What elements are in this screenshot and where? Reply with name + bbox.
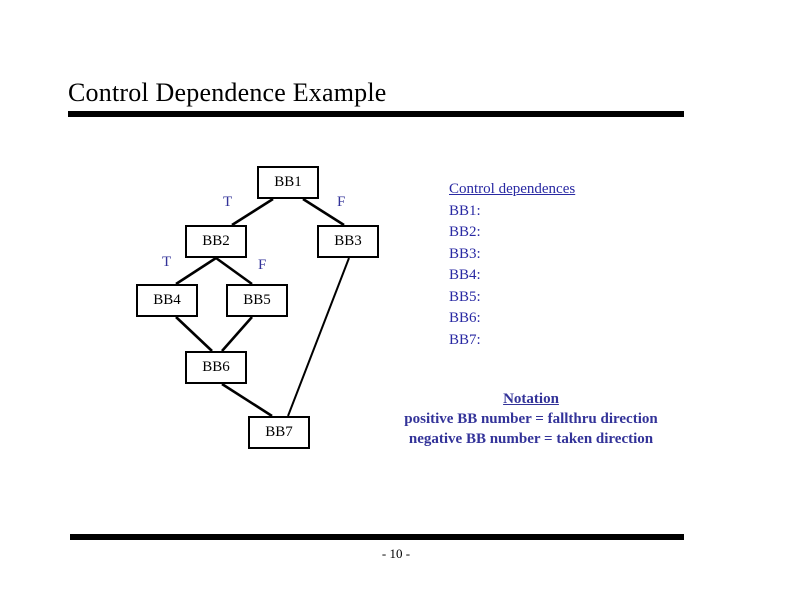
cfg-node-bb1[interactable]: BB1: [257, 166, 319, 199]
control-dependence-row-bb3[interactable]: BB3:: [449, 245, 481, 262]
edge-label-bb2-true: T: [162, 254, 172, 270]
page-title: Control Dependence Example: [68, 78, 387, 107]
cfg-node-bb4[interactable]: BB4: [136, 284, 198, 317]
cfg-node-bb2[interactable]: BB2: [185, 225, 247, 258]
edge-label-bb1-false: F: [337, 194, 346, 210]
control-dependence-row-bb7[interactable]: BB7:: [449, 331, 481, 348]
control-dependence-row-bb1[interactable]: BB1:: [449, 202, 481, 219]
cfg-node-bb1-label: BB1: [274, 174, 302, 190]
cfg-node-bb5[interactable]: BB5: [226, 284, 288, 317]
cfg-node-bb3[interactable]: BB3: [317, 225, 379, 258]
control-dependences-panel: Control dependences BB1: BB2: BB3: BB4: …: [449, 179, 575, 351]
notation-line-positive: positive BB number = fallthru direction: [404, 411, 658, 427]
cfg-node-bb6-label: BB6: [202, 359, 230, 375]
cfg-node-bb5-label: BB5: [243, 292, 271, 308]
cfg-node-bb2-label: BB2: [202, 233, 230, 249]
title-divider: [68, 111, 684, 117]
control-dependences-heading: Control dependences: [449, 181, 576, 197]
cfg-node-bb7-label: BB7: [265, 424, 293, 440]
edge-label-bb2-false: F: [258, 257, 267, 273]
control-dependence-row-bb5[interactable]: BB5:: [449, 288, 481, 305]
cfg-node-bb6[interactable]: BB6: [185, 351, 247, 384]
notation-block: Notation positive BB number = fallthru d…: [372, 389, 690, 449]
cfg-node-bb4-label: BB4: [153, 292, 181, 308]
cfg-node-bb7[interactable]: BB7: [248, 416, 310, 449]
notation-heading: Notation: [503, 391, 559, 407]
footer-divider: [70, 534, 684, 540]
control-dependence-row-bb2[interactable]: BB2:: [449, 224, 481, 240]
edge-label-bb1-true: T: [223, 194, 233, 210]
cfg-node-bb3-label: BB3: [334, 233, 362, 249]
control-dependence-row-bb4[interactable]: BB4:: [449, 267, 481, 283]
notation-line-negative: negative BB number = taken direction: [408, 431, 654, 447]
control-dependence-row-bb6[interactable]: BB6:: [449, 310, 481, 326]
page-number: - 10 -: [381, 546, 411, 561]
